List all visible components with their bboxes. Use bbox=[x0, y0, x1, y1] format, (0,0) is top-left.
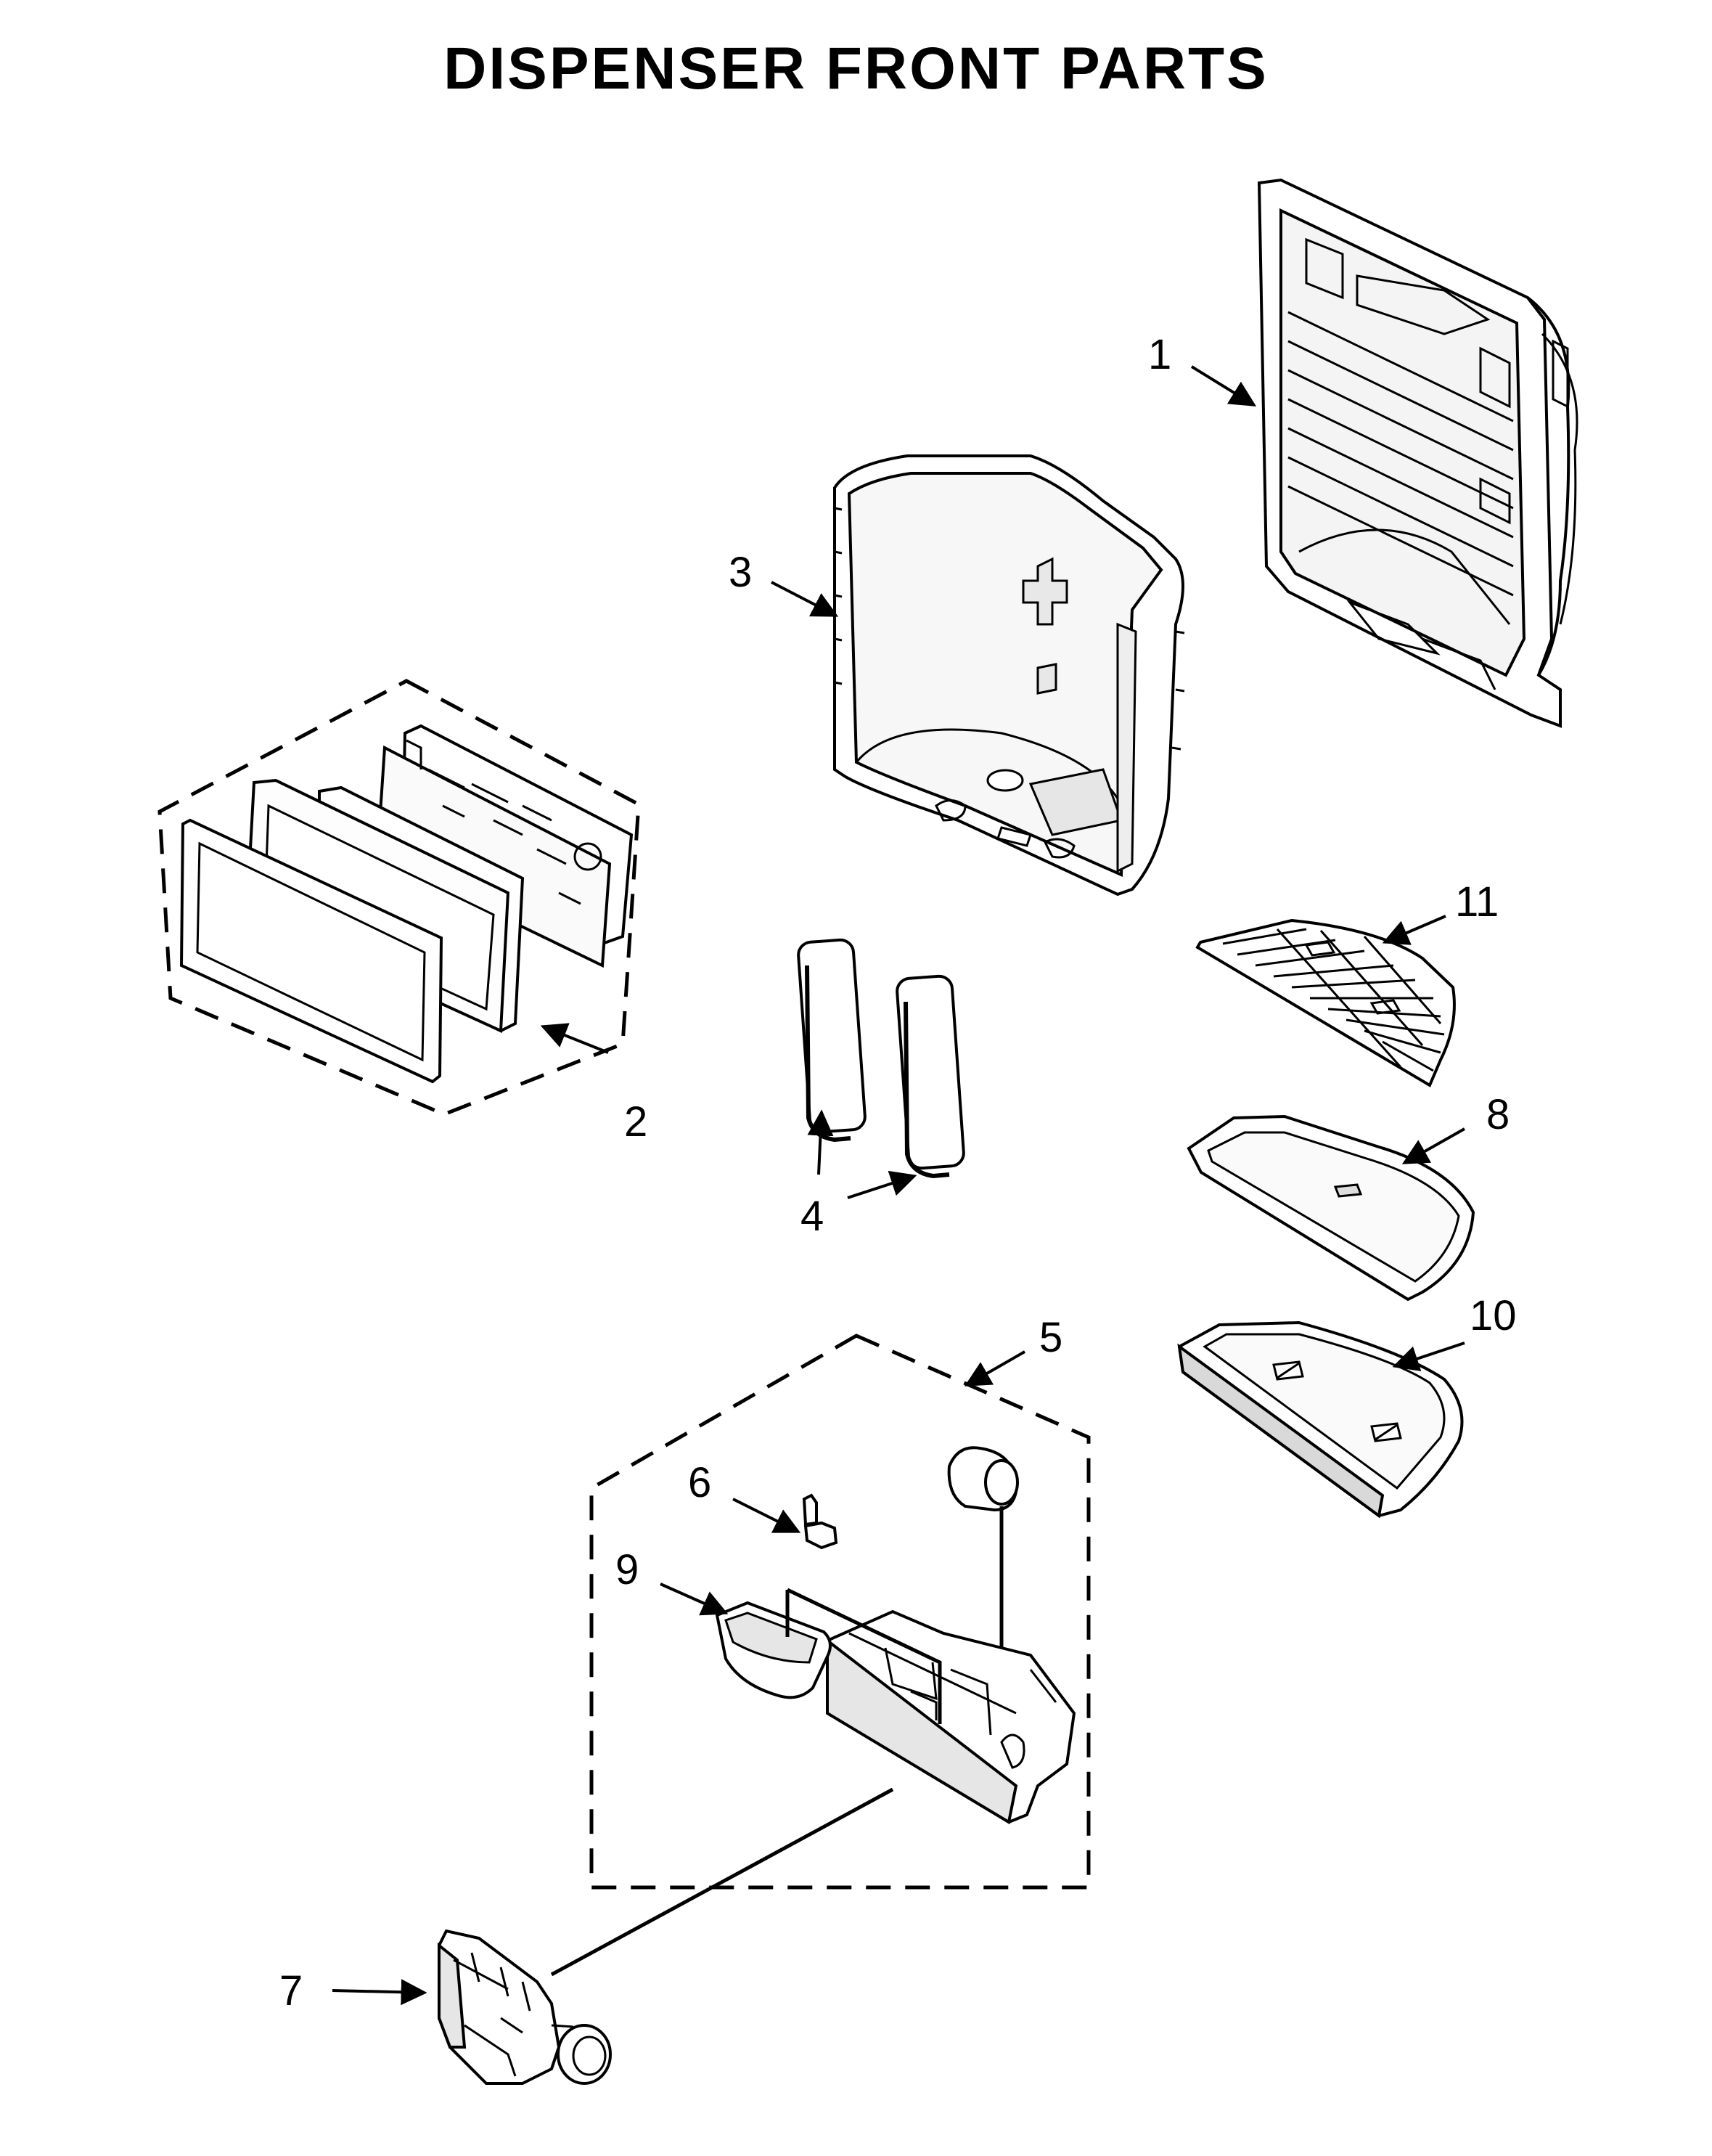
part-5-actuator-assembly bbox=[589, 1334, 1091, 1890]
arrow-4a bbox=[807, 1109, 834, 1175]
callout-11: 11 bbox=[1455, 878, 1499, 926]
part-1-dispenser-housing bbox=[1257, 178, 1578, 728]
part-10-tray-base bbox=[1177, 1320, 1464, 1519]
callout-4: 4 bbox=[800, 1193, 824, 1240]
arrow-10 bbox=[1392, 1342, 1465, 1371]
arrow-9 bbox=[660, 1583, 729, 1616]
arrow-1 bbox=[1190, 365, 1257, 407]
part-4-dispenser-pads bbox=[797, 938, 965, 1179]
part-7-switch-bracket bbox=[438, 1929, 612, 2085]
arrow-4b bbox=[847, 1170, 917, 1199]
part-2-control-panel-assembly bbox=[157, 679, 641, 1116]
callout-arrows bbox=[332, 365, 1465, 2006]
callout-7: 7 bbox=[279, 1967, 303, 2014]
callout-8: 8 bbox=[1486, 1091, 1510, 1138]
arrow-11 bbox=[1382, 915, 1446, 945]
part-11-drip-grille bbox=[1195, 918, 1456, 1087]
arrow-3 bbox=[771, 581, 839, 617]
connector-line bbox=[550, 1787, 894, 1977]
callout-2: 2 bbox=[624, 1098, 647, 1146]
arrow-6 bbox=[732, 1498, 801, 1533]
arrow-5 bbox=[964, 1350, 1025, 1387]
callout-3: 3 bbox=[729, 549, 752, 596]
callout-6: 6 bbox=[688, 1459, 711, 1506]
callout-10: 10 bbox=[1470, 1292, 1517, 1339]
part-3-dispenser-recess bbox=[833, 454, 1185, 897]
callout-1: 1 bbox=[1148, 331, 1171, 378]
callout-5: 5 bbox=[1039, 1314, 1062, 1361]
arrow-8 bbox=[1401, 1127, 1465, 1164]
arrow-2 bbox=[540, 1023, 609, 1054]
part-8-drip-tray bbox=[1187, 1114, 1475, 1302]
arrow-7 bbox=[332, 1979, 427, 2006]
diagram-title: DISPENSER FRONT PARTS bbox=[443, 36, 1269, 102]
callout-9: 9 bbox=[615, 1546, 639, 1593]
